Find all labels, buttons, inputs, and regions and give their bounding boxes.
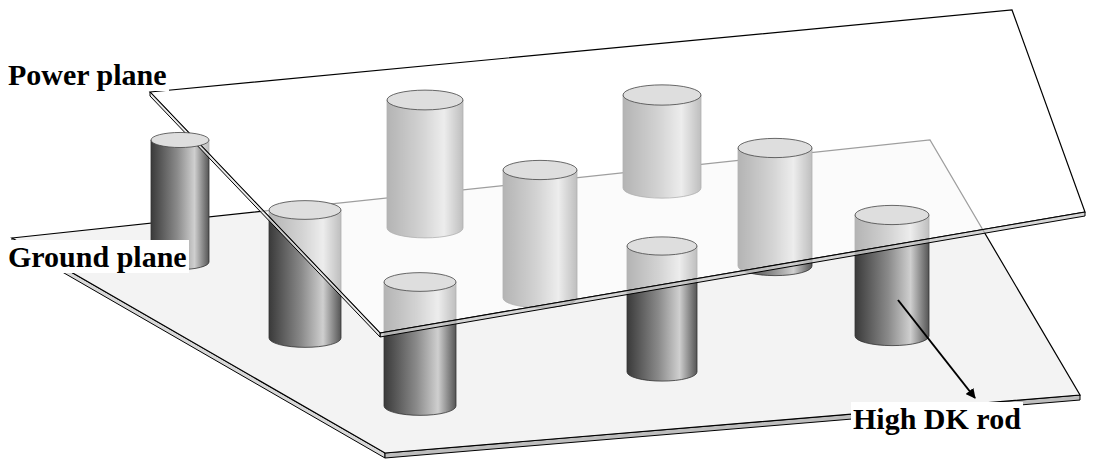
rod-top [387, 90, 463, 110]
leader-arrow [898, 300, 975, 398]
rod-top [151, 132, 209, 147]
rod-top [627, 237, 697, 255]
rod-top [384, 273, 456, 292]
rod-tops [151, 85, 929, 292]
rod-top [269, 201, 341, 220]
rod-top [738, 138, 812, 157]
rod-top [623, 85, 701, 105]
power-plane [150, 10, 1085, 337]
part-label: Power plane [6, 58, 169, 91]
part-label: Ground plane [6, 240, 189, 273]
rod-top [503, 160, 577, 179]
rod-top [855, 205, 929, 224]
part-label: High DK rod [851, 402, 1023, 435]
